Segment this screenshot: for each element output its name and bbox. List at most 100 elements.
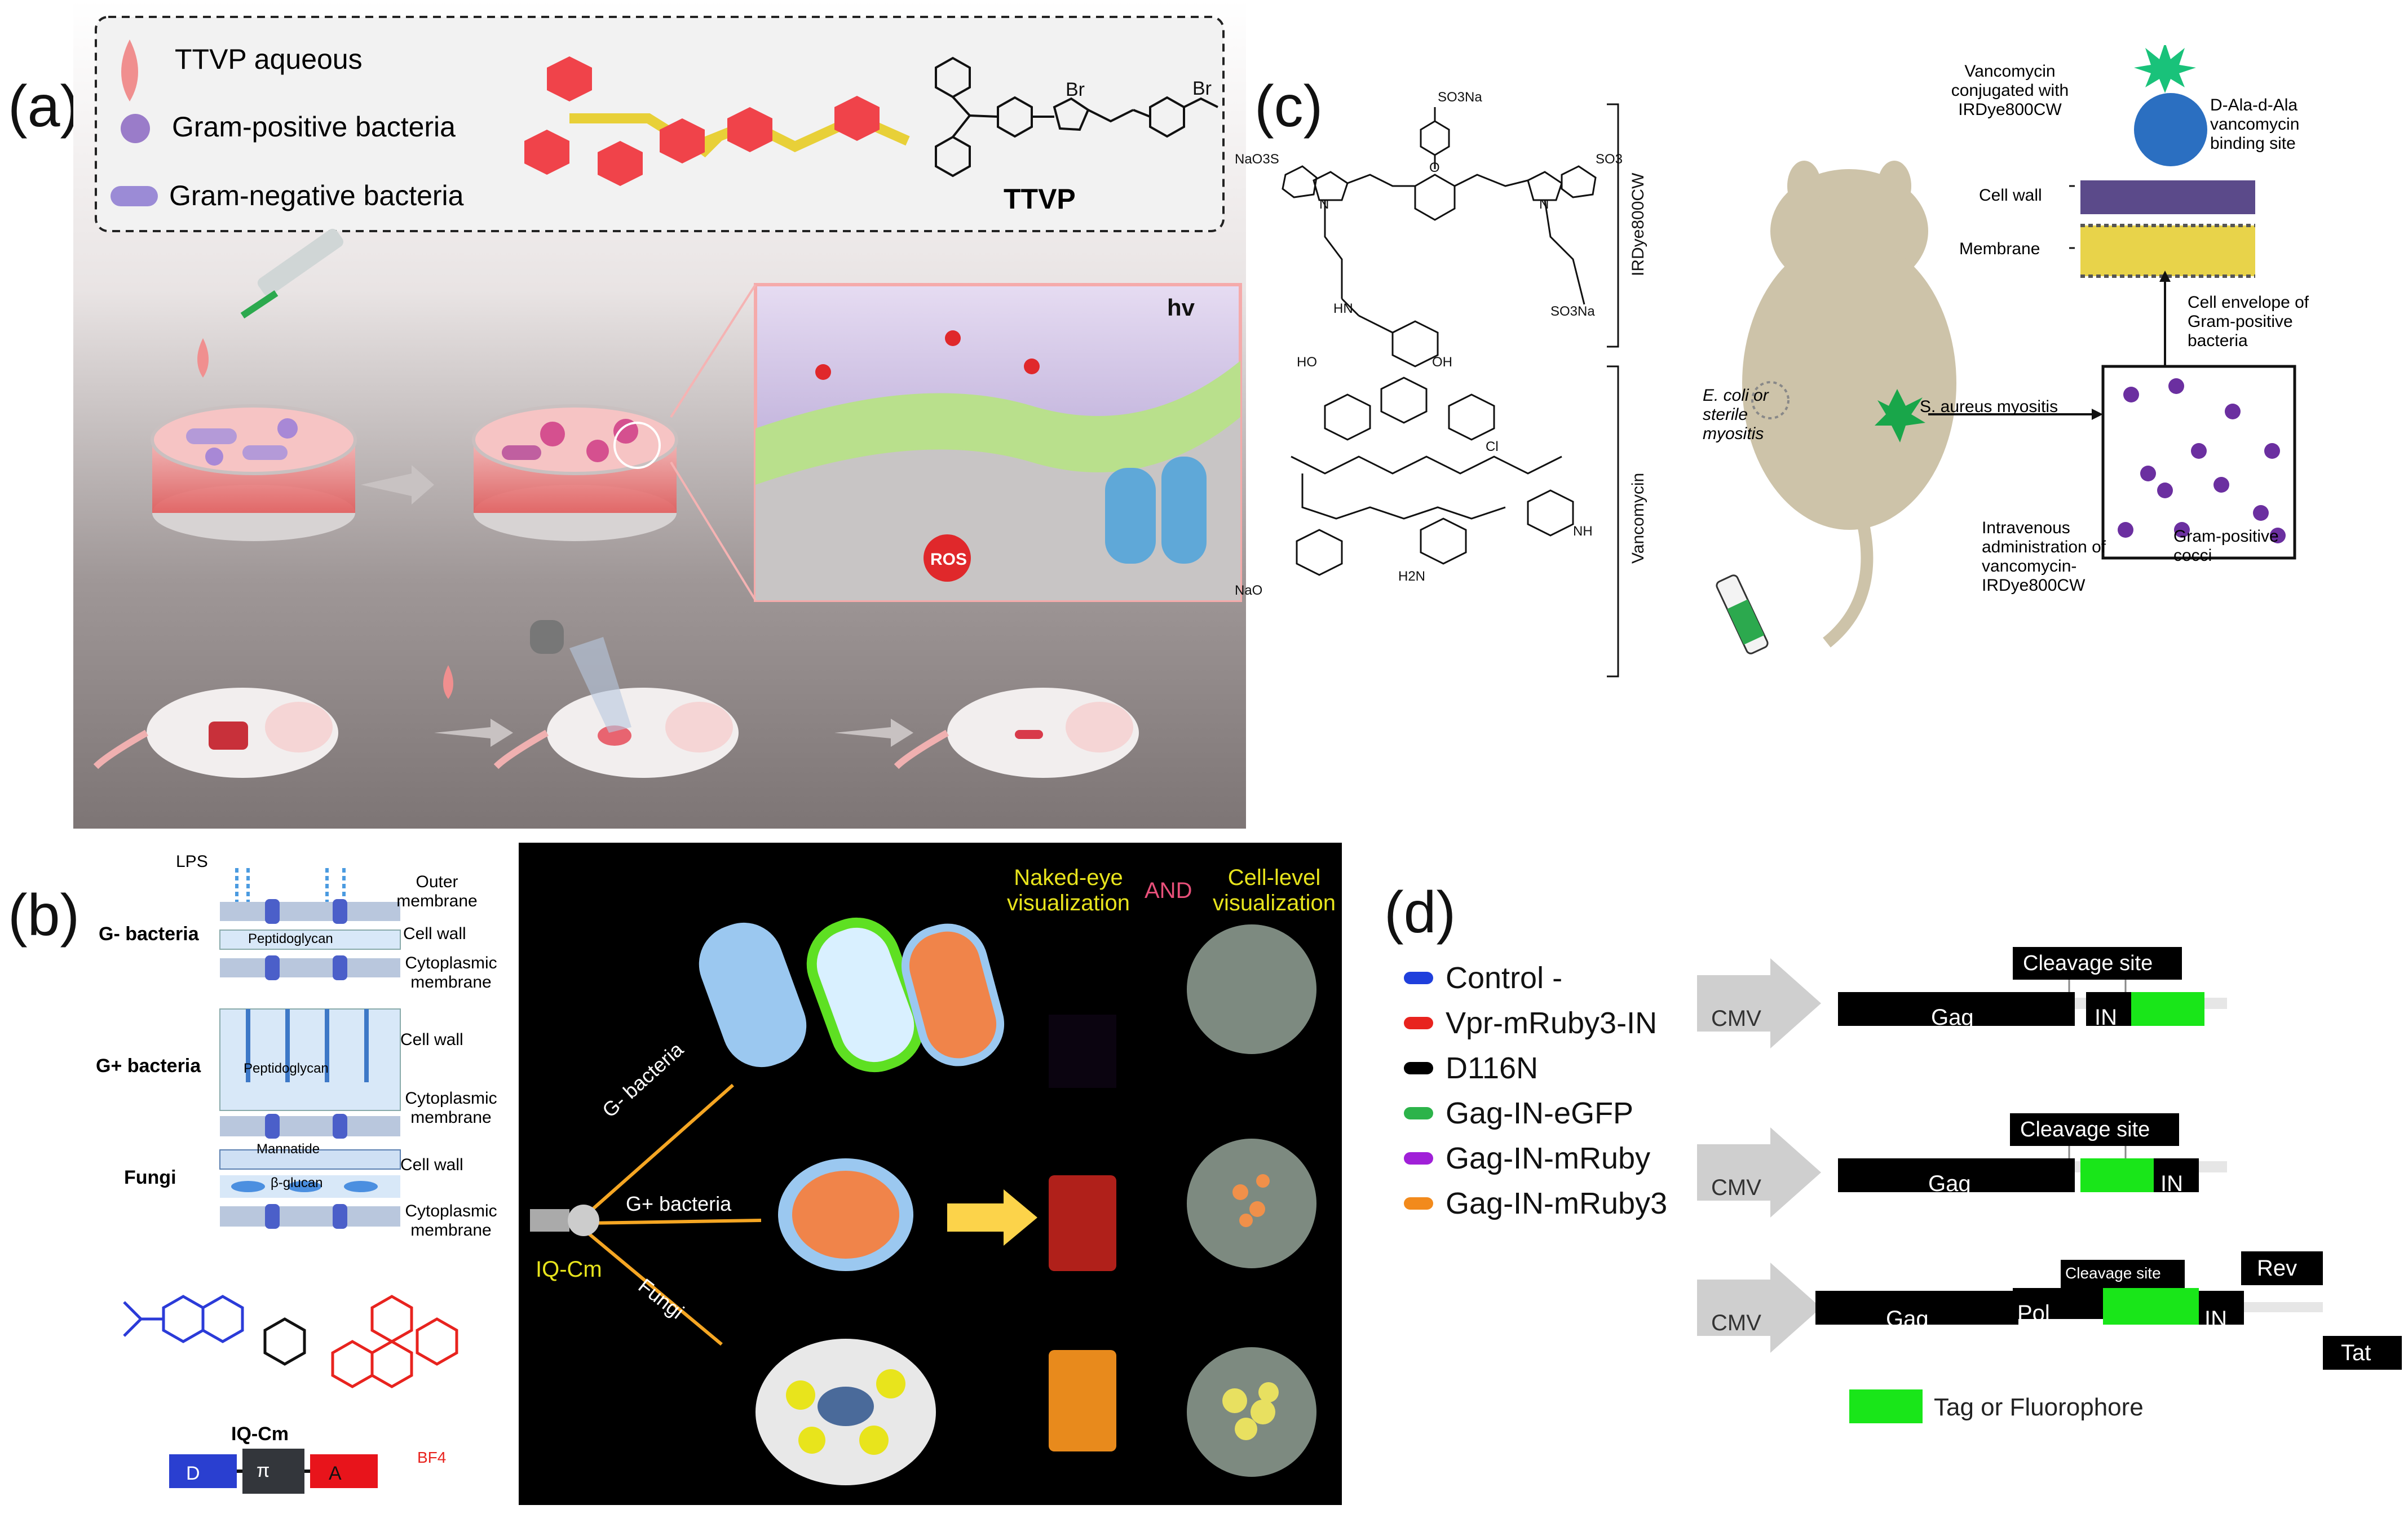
in-label-2: IN bbox=[2160, 1171, 2183, 1196]
bf4-label: BF4 bbox=[417, 1449, 447, 1466]
a-label: A bbox=[329, 1463, 342, 1484]
rev-block bbox=[2241, 1251, 2323, 1285]
cell-envelope-label: Cell envelope of Gram-positive bacteria bbox=[2188, 293, 2309, 350]
panel-label-b: (b) bbox=[8, 883, 80, 948]
ttvp-cartoon bbox=[524, 56, 910, 186]
panel-label-d: (d) bbox=[1384, 880, 1456, 945]
s-aureus-label: S. aureus myositis bbox=[1920, 397, 2058, 416]
legend-item: Vpr-mRuby3-IN bbox=[1404, 1003, 1657, 1043]
panel-d-constructs bbox=[1697, 936, 2402, 1443]
ttvp-structure bbox=[935, 56, 1218, 178]
nao3s-label: NaO3S bbox=[1235, 152, 1279, 167]
gag-block-2 bbox=[1838, 1158, 2075, 1192]
irdye-bracket-label: IRDye800CW bbox=[1629, 172, 1647, 276]
legend-gram-positive: Gram-positive bacteria bbox=[172, 111, 456, 143]
cmv-arrow-2 bbox=[1697, 1127, 1821, 1218]
gag-block-3 bbox=[1815, 1291, 2018, 1325]
pol-label-3: Pol bbox=[2017, 1301, 2050, 1326]
cell-wall-label-b2: Cell wall bbox=[400, 1030, 463, 1049]
legend-marker-icon bbox=[1404, 972, 1433, 984]
cell-wall-label: Cell wall bbox=[1979, 186, 2042, 205]
ros-label: ROS bbox=[930, 550, 967, 569]
petri-dish-1 bbox=[151, 404, 357, 541]
mouse-1 bbox=[93, 688, 338, 778]
cell-wall-label-b3: Cell wall bbox=[400, 1156, 463, 1174]
legend-gram-negative: Gram-negative bacteria bbox=[169, 180, 464, 211]
iv-admin-label: Intravenous administration of vancomycin… bbox=[1982, 519, 2106, 595]
n-right: N bbox=[1539, 197, 1549, 212]
naked-eye-label: Naked-eye visualization bbox=[1007, 865, 1130, 915]
legend-marker-icon bbox=[1404, 1197, 1433, 1210]
legend-label: Gag-IN-eGFP bbox=[1446, 1096, 1634, 1130]
cmv-label-2: CMV bbox=[1711, 1175, 1761, 1200]
legend-label: Vpr-mRuby3-IN bbox=[1446, 1006, 1658, 1040]
s-aureus-site bbox=[1875, 389, 1925, 442]
h2n-label: H2N bbox=[1398, 569, 1425, 584]
peptidoglycan-label: Peptidoglycan bbox=[248, 931, 333, 946]
arrow-right-3 bbox=[834, 719, 913, 747]
legend-marker-icon bbox=[1404, 1107, 1433, 1119]
mouse-2 bbox=[493, 620, 739, 778]
so3na-bottom: SO3Na bbox=[1550, 304, 1595, 319]
lps-label: LPS bbox=[176, 852, 208, 871]
legend-item: Gag-IN-eGFP bbox=[1404, 1094, 1633, 1133]
cytoplasmic-membrane-label-b2: Cytoplasmic membrane bbox=[405, 1089, 497, 1127]
o-top: O bbox=[1429, 160, 1440, 175]
ecoli-site bbox=[1751, 381, 1790, 419]
cleavage-label-3: Cleavage site bbox=[2065, 1264, 2161, 1282]
legend-label: D116N bbox=[1446, 1051, 1539, 1085]
and-label: AND bbox=[1145, 878, 1192, 903]
vancomycin-irdye-structure: SO3Na NaO3S SO3 SO3Na N N O HN HO OH NaO… bbox=[1235, 90, 1647, 678]
tat-label: Tat bbox=[2341, 1340, 2371, 1365]
cmv-label-3: CMV bbox=[1711, 1311, 1761, 1335]
gram-positive-icon bbox=[121, 114, 150, 143]
gag-block-1 bbox=[1838, 992, 2075, 1026]
cleavage-box-3 bbox=[2061, 1260, 2185, 1288]
tag-block-2 bbox=[2080, 1158, 2154, 1192]
outer-membrane-label: Outer membrane bbox=[396, 873, 478, 910]
in-label-3: IN bbox=[2204, 1307, 2227, 1331]
legend-label: Gag-IN-mRuby3 bbox=[1446, 1187, 1668, 1220]
panel-c-mouse-diagram bbox=[1680, 42, 2402, 665]
legend-label: Gag-IN-mRuby bbox=[1446, 1141, 1651, 1175]
gram-pos-cocci-label: Gram-positive cocci bbox=[2173, 527, 2279, 565]
membrane-inset bbox=[754, 283, 1242, 602]
cell-envelope-schematics bbox=[123, 868, 458, 1494]
ho-label: HO bbox=[1297, 355, 1317, 370]
panel-b-dark bbox=[519, 843, 1342, 1505]
petri-dish-2 bbox=[472, 404, 678, 541]
mouse-3 bbox=[894, 688, 1139, 778]
membrane-label: Membrane bbox=[1959, 240, 2040, 258]
peptidoglycan-label-2: Peptidoglycan bbox=[244, 1061, 329, 1076]
rev-label: Rev bbox=[2257, 1256, 2297, 1281]
beta-glucan-label: β-glucan bbox=[271, 1175, 323, 1190]
pol-block-3 bbox=[2013, 1288, 2103, 1319]
mannatide-label: Mannatide bbox=[257, 1141, 320, 1157]
legend-item: D116N bbox=[1404, 1048, 1538, 1088]
droplet-icon bbox=[121, 39, 138, 101]
arrow-right-1 bbox=[361, 465, 434, 504]
legend-marker-icon bbox=[1404, 1152, 1433, 1165]
tag-legend-swatch bbox=[1849, 1389, 1923, 1423]
arrow-right-2 bbox=[434, 719, 513, 747]
nh-label: NH bbox=[1573, 524, 1593, 539]
gram-negative-icon bbox=[111, 186, 158, 206]
vancomycin-bracket-label: Vancomycin bbox=[1629, 473, 1647, 564]
cleavage-box-2 bbox=[2010, 1113, 2179, 1146]
binding-site-label: D-Ala-d-Ala vancomycin binding site bbox=[2210, 96, 2300, 153]
br-label-1: Br bbox=[1192, 78, 1212, 99]
n-left: N bbox=[1319, 197, 1329, 212]
legend-item: Gag-IN-mRuby3 bbox=[1404, 1184, 1667, 1223]
cleavage-label-2: Cleavage site bbox=[2020, 1118, 2150, 1141]
tag-legend-label: Tag or Fluorophore bbox=[1934, 1393, 2144, 1421]
syringe-icon bbox=[197, 228, 343, 378]
construct-diagram bbox=[1697, 947, 2402, 1423]
panel-label-a: (a) bbox=[8, 74, 80, 139]
tag-block-1 bbox=[2131, 992, 2204, 1026]
panel-label-c: (c) bbox=[1254, 74, 1323, 139]
cell-wall-label-b1: Cell wall bbox=[403, 924, 466, 943]
pi-label: π bbox=[257, 1460, 270, 1481]
cytoplasmic-membrane-label-b1: Cytoplasmic membrane bbox=[405, 954, 497, 992]
cleavage-label-1: Cleavage site bbox=[2023, 951, 2153, 975]
